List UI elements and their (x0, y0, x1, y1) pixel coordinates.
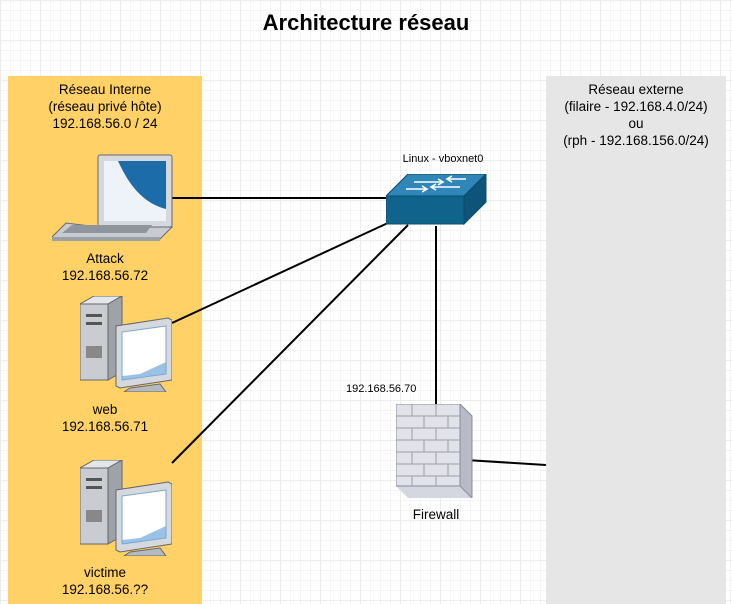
external-zone-label: Réseau externe (filaire - 192.168.4.0/24… (546, 81, 726, 149)
attack-label: Attack 192.168.56.72 (8, 250, 202, 284)
network-switch-icon (386, 174, 487, 226)
internal-zone-label: Réseau Interne (réseau privé hôte) 192.1… (8, 81, 202, 132)
desktop-computer-icon (80, 460, 172, 556)
attack-ip: 192.168.56.72 (61, 268, 149, 283)
link-firewall-external (465, 459, 547, 466)
external-zone-name: Réseau externe (588, 82, 684, 97)
firewall-label: Firewall (412, 507, 460, 522)
external-zone-or: ou (628, 116, 644, 131)
web-ip: 192.168.56.71 (61, 419, 149, 434)
internal-zone-subnet: 192.168.56.0 / 24 (52, 116, 158, 131)
switch-label: Linux - vboxnet0 (402, 153, 484, 165)
internal-zone-type: (réseau privé hôte) (48, 99, 162, 114)
laptop-icon (52, 154, 174, 241)
web-label: web 192.168.56.71 (8, 401, 202, 435)
firewall-ip: 192.168.56.70 (346, 383, 417, 395)
diagram-title: Architecture réseau (262, 10, 470, 35)
attack-name: Attack (86, 251, 124, 266)
link-victime-switch (171, 224, 409, 464)
victime-ip: 192.168.56.?? (61, 582, 149, 597)
victime-label: victime 192.168.56.?? (8, 564, 202, 598)
external-network-zone (546, 76, 726, 604)
external-zone-wired-subnet: (filaire - 192.168.4.0/24) (564, 99, 708, 114)
firewall-icon (396, 404, 473, 498)
victime-name: victime (83, 565, 126, 580)
external-zone-rph-subnet: (rph - 192.168.156.0/24) (563, 133, 709, 148)
web-name: web (92, 402, 118, 417)
desktop-computer-icon (80, 296, 172, 392)
link-web-switch (171, 221, 391, 324)
internal-zone-name: Réseau Interne (58, 82, 152, 97)
